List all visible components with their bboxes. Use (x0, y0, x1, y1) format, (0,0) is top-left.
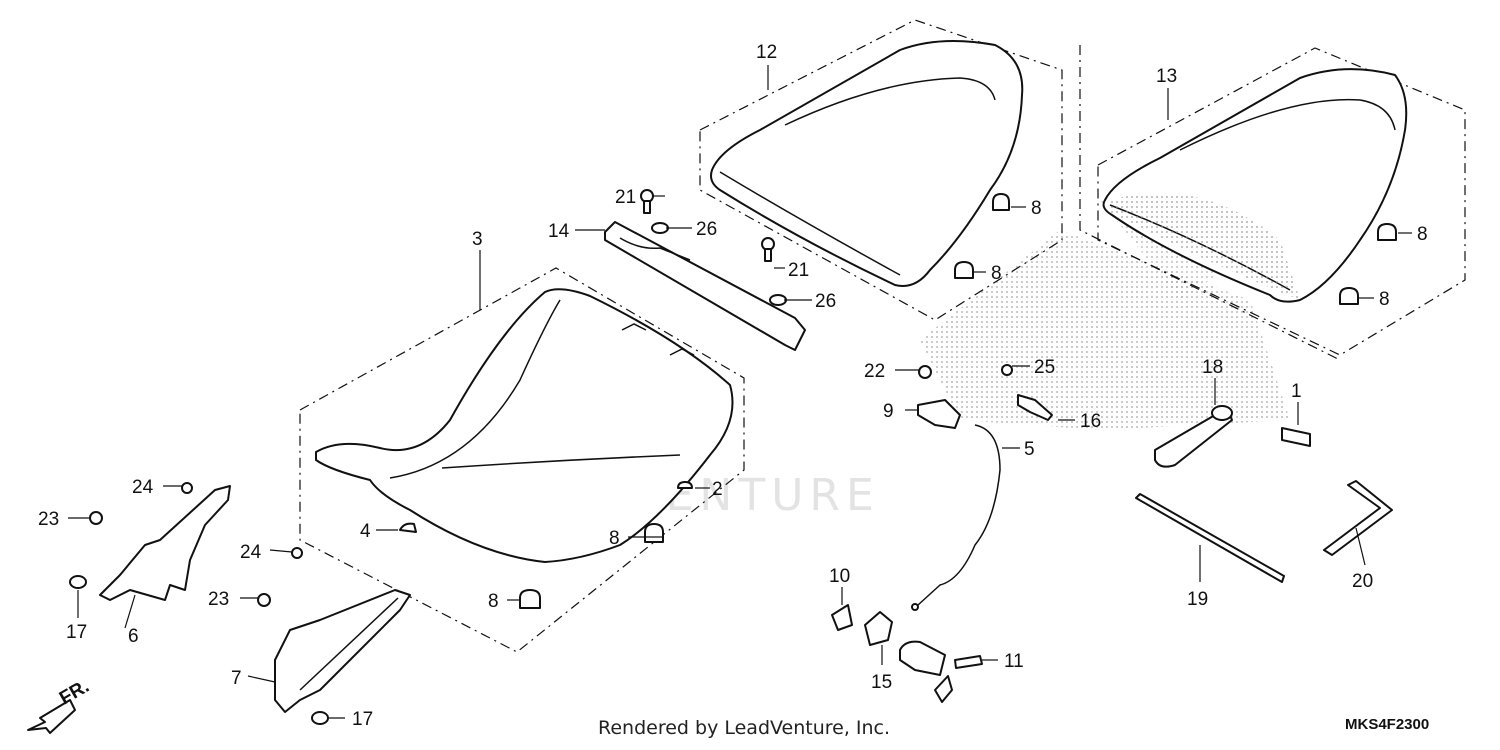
callout-24a: 24 (132, 477, 154, 498)
bolt-23-left (89, 511, 103, 525)
callout-13: 13 (1156, 66, 1177, 87)
callout-8d: 8 (1379, 289, 1390, 310)
callout-15: 15 (871, 672, 892, 693)
callout-8b: 8 (991, 263, 1002, 284)
bolt-21-lower (761, 237, 775, 262)
callout-22: 22 (864, 361, 885, 382)
front-arrow-icon (27, 699, 76, 734)
hex-wrench-20 (1323, 480, 1393, 556)
callout-8e: 8 (609, 528, 620, 549)
grommet-17-right (311, 711, 329, 725)
bolt-21-upper (640, 189, 654, 214)
callout-18: 18 (1202, 357, 1223, 378)
callout-21b: 21 (788, 260, 809, 281)
washer-26-lower (769, 294, 787, 306)
leader-lines (68, 65, 1412, 719)
callout-11: 11 (1004, 651, 1024, 672)
callout-7: 7 (231, 668, 242, 689)
washer-26-upper (651, 222, 669, 234)
bolt-25 (1001, 364, 1013, 376)
seat-trim-14 (604, 221, 806, 351)
seat-cowl-group (699, 19, 1063, 321)
callout-9: 9 (883, 401, 894, 422)
callout-21a: 21 (615, 187, 636, 208)
group-divider (1079, 45, 1341, 361)
clip-10 (831, 604, 853, 631)
callout-20: 20 (1352, 571, 1373, 592)
lock-plate-15 (864, 611, 893, 646)
grommet-17-left (69, 575, 87, 589)
callout-25: 25 (1034, 357, 1055, 378)
main-seat (315, 288, 734, 563)
callout-23a: 23 (38, 509, 59, 530)
callout-6: 6 (128, 626, 139, 647)
bolt-22 (918, 365, 932, 379)
cushion-2 (677, 481, 693, 489)
clip-4 (399, 522, 417, 533)
seat-lock-cable-5 (917, 424, 1001, 606)
callout-5: 5 (1024, 439, 1035, 460)
callout-3: 3 (472, 229, 483, 250)
seat-cowl (710, 40, 1024, 287)
callout-8f: 8 (488, 591, 499, 612)
callout-1: 1 (1291, 381, 1302, 402)
render-credit: Rendered by LeadVenture, Inc. (598, 717, 891, 739)
callout-19: 19 (1187, 589, 1208, 610)
callout-8a: 8 (1031, 198, 1042, 219)
seat-lock-9 (917, 399, 961, 429)
callout-4: 4 (360, 521, 371, 542)
callout-12: 12 (756, 42, 777, 63)
callout-24b: 24 (240, 542, 262, 563)
tool-1 (1281, 427, 1311, 447)
callout-14: 14 (548, 221, 570, 242)
key-cylinder-11 (899, 640, 946, 676)
seat-cowl-alt-group (1097, 47, 1466, 356)
screwdriver-19 (1135, 493, 1285, 583)
callout-8c: 8 (1417, 224, 1428, 245)
stay-16 (1017, 394, 1053, 421)
callout-2: 2 (712, 479, 723, 500)
callout-23b: 23 (208, 589, 229, 610)
callout-17a: 17 (66, 622, 87, 643)
main-seat-group (299, 267, 745, 653)
bolt-23-right (257, 593, 271, 607)
callout-26b: 26 (815, 291, 836, 312)
seat-hinge-bracket-6 (99, 485, 231, 601)
bolt-24-left (181, 482, 193, 494)
callout-10: 10 (829, 566, 850, 587)
callout-labels: 1 2 3 4 5 6 7 8 8 8 8 8 8 9 10 11 12 13 … (38, 42, 1428, 730)
callout-26a: 26 (696, 219, 717, 240)
diagram-code: MKS4F2300 (1345, 716, 1430, 733)
front-direction-indicator: FR. (27, 676, 93, 734)
callout-16: 16 (1080, 411, 1101, 432)
callout-17b: 17 (352, 709, 373, 730)
bolt-24-right (291, 547, 303, 559)
